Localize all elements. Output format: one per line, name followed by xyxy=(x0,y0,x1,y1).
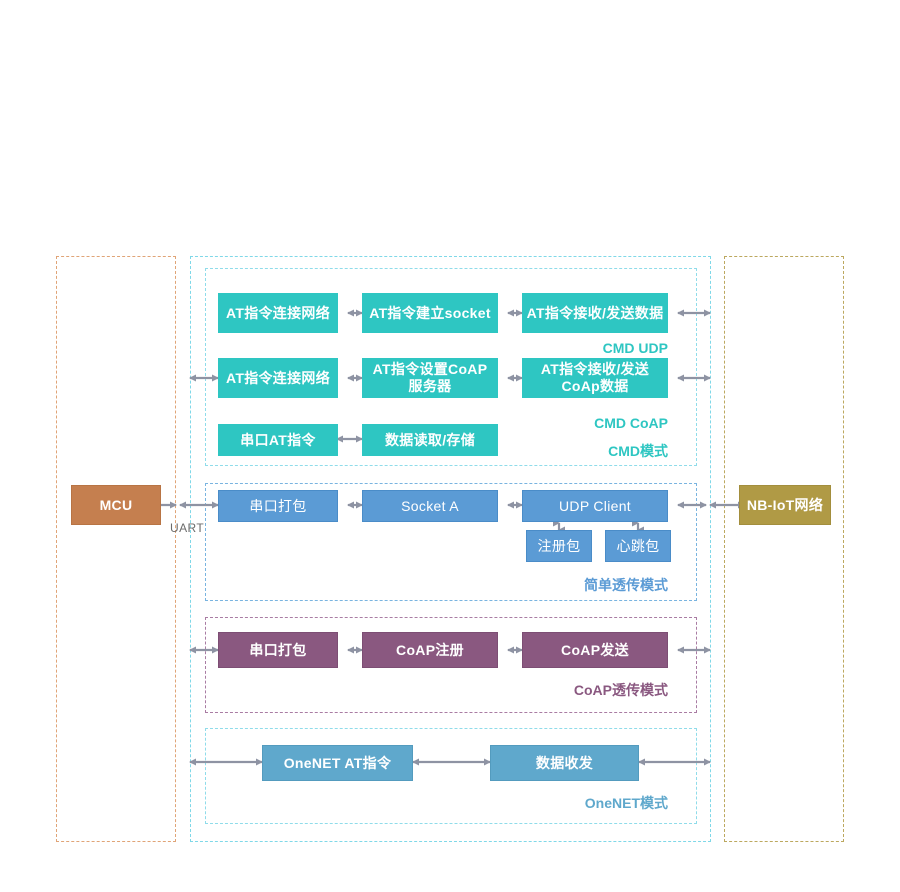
cmd-udp-label: CMD UDP xyxy=(602,340,668,356)
coap-transparent-section xyxy=(205,617,697,713)
simple-serial-pack-box[interactable]: 串口打包 xyxy=(218,490,338,522)
simple-udp-client-box[interactable]: UDP Client xyxy=(522,490,668,522)
mcu-box[interactable]: MCU xyxy=(71,485,161,525)
simple-socket-a-box[interactable]: Socket A xyxy=(362,490,498,522)
simple-heartbeat-packet-box[interactable]: 心跳包 xyxy=(605,530,671,562)
cmd-coap-label: CMD CoAP xyxy=(594,415,668,431)
coap-transparent-mode-label: CoAP透传模式 xyxy=(573,682,668,698)
onenet-at-command-box[interactable]: OneNET AT指令 xyxy=(262,745,413,781)
cmd-coap-box-1[interactable]: AT指令连接网络 xyxy=(218,358,338,398)
uart-label: UART xyxy=(170,521,205,535)
simple-transparent-section xyxy=(205,483,697,601)
cmd-udp-box-3[interactable]: AT指令接收/发送数据 xyxy=(522,293,668,333)
cmd-udp-box-2[interactable]: AT指令建立socket xyxy=(362,293,498,333)
simple-transparent-mode-label: 简单透传模式 xyxy=(584,577,668,593)
cmd-udp-box-1[interactable]: AT指令连接网络 xyxy=(218,293,338,333)
onenet-mode-label: OneNET模式 xyxy=(584,795,668,811)
network-domain-boundary xyxy=(724,256,844,842)
cmd-serial-at-box[interactable]: 串口AT指令 xyxy=(218,424,338,456)
cmd-coap-box-3[interactable]: AT指令接收/发送 CoAp数据 xyxy=(522,358,668,398)
nbiot-network-box[interactable]: NB-IoT网络 xyxy=(739,485,831,525)
onenet-section xyxy=(205,728,697,824)
module-domain-boundary xyxy=(190,256,711,842)
cmd-coap-box-2[interactable]: AT指令设置CoAP 服务器 xyxy=(362,358,498,398)
coap-register-box[interactable]: CoAP注册 xyxy=(362,632,498,668)
cmd-mode-section xyxy=(205,268,697,466)
cmd-mode-label: CMD模式 xyxy=(608,443,668,459)
onenet-data-transfer-box[interactable]: 数据收发 xyxy=(490,745,639,781)
mcu-domain-boundary xyxy=(56,256,176,842)
cmd-data-store-box[interactable]: 数据读取/存储 xyxy=(362,424,498,456)
coap-serial-pack-box[interactable]: 串口打包 xyxy=(218,632,338,668)
simple-register-packet-box[interactable]: 注册包 xyxy=(526,530,592,562)
coap-send-box[interactable]: CoAP发送 xyxy=(522,632,668,668)
